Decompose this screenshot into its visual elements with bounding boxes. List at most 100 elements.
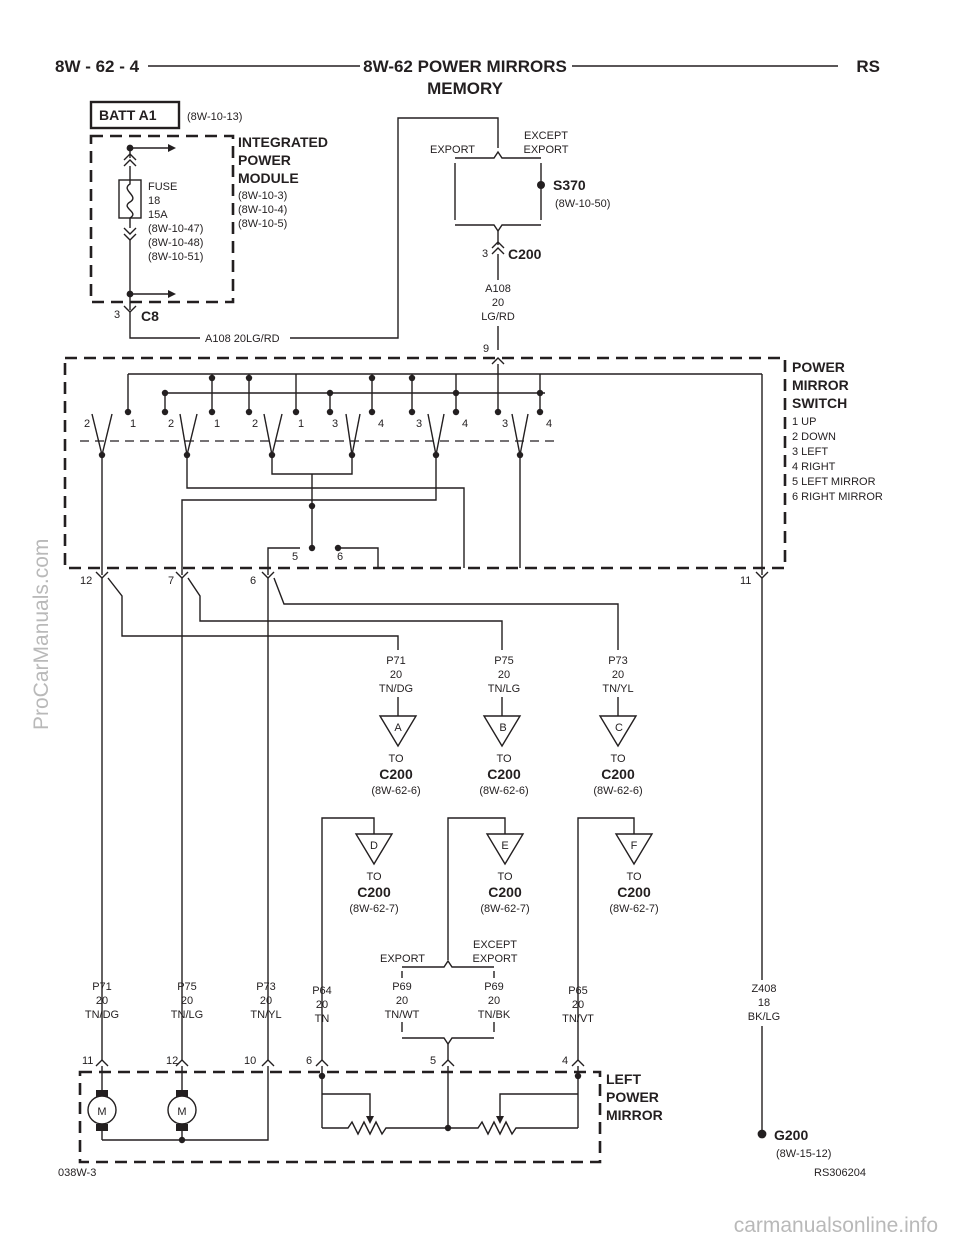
offpage-c-to: TO [610, 753, 626, 765]
c8-label: C8 [141, 308, 159, 324]
mirror-pin-12: 12 [166, 1055, 178, 1067]
offpage-a-conn: C200 [379, 766, 413, 782]
except-bottom-1: EXCEPT [473, 939, 517, 951]
contact-num-8: 4 [378, 418, 384, 430]
g200-dot [757, 1129, 767, 1139]
wire-c-gauge: 20 [612, 669, 624, 681]
switch-name-1: POWER [792, 359, 845, 375]
a108-label-top: A108 20LG/RD [205, 333, 280, 345]
wire-a-color: TN/DG [379, 683, 413, 695]
mw1-code: P71 [92, 981, 112, 993]
offpage-a-ref: (8W-62-6) [371, 785, 420, 797]
except-top-2: EXPORT [523, 144, 568, 156]
offpage-c-triangle [598, 715, 638, 748]
offpage-e-ref: (8W-62-7) [480, 903, 529, 915]
switch-pin-9-symbol [491, 357, 505, 365]
switch-legend-6: 6 RIGHT MIRROR [792, 491, 883, 503]
mw2-color: TN/LG [171, 1009, 203, 1021]
contacts [91, 374, 544, 456]
switch-name-3: SWITCH [792, 395, 847, 411]
offpage-d-to: TO [366, 871, 382, 883]
a108-color: LG/RD [481, 311, 515, 323]
bracket-top [455, 150, 541, 159]
switch-internal-wiring [98, 451, 524, 575]
ipm-name-3: MODULE [238, 170, 299, 186]
bracket-bottom [455, 224, 541, 233]
wire-c-code: P73 [608, 655, 628, 667]
a108-gauge: 20 [492, 297, 504, 309]
offpage-a-triangle [378, 715, 418, 748]
export-bottom-label: EXPORT [380, 953, 425, 965]
switch-outline [63, 356, 787, 570]
motor-2-label: M [177, 1106, 186, 1118]
wire-b-color: TN/LG [488, 683, 520, 695]
contact-num-9: 3 [416, 418, 422, 430]
mw5-code: P69 [392, 981, 412, 993]
mw3-gauge: 20 [260, 995, 272, 1007]
motor-1-label: M [97, 1106, 106, 1118]
mw2-code: P75 [177, 981, 197, 993]
ipm-name-1: INTEGRATED [238, 134, 328, 150]
switch-output-wiring [101, 577, 763, 1060]
fuse-label-5: (8W-10-48) [148, 237, 203, 249]
mirror-name-2: POWER [606, 1089, 659, 1105]
switch-pin-11: 11 [740, 575, 751, 587]
mw2-gauge: 20 [181, 995, 193, 1007]
offpage-d-ref: (8W-62-7) [349, 903, 398, 915]
wire-b-gauge: 20 [498, 669, 510, 681]
ipm-ref-3: (8W-10-5) [238, 218, 287, 230]
mirror-name-1: LEFT [606, 1071, 641, 1087]
switch-legend-4: 4 RIGHT [792, 461, 836, 473]
contact-num-12: 4 [546, 418, 552, 430]
switch-legend-1: 1 UP [792, 416, 816, 428]
mirror-pin-6: 6 [306, 1055, 312, 1067]
mw4-code: P64 [312, 985, 332, 997]
fuse-terminal-top [123, 153, 137, 167]
export-top-label: EXPORT [430, 144, 475, 156]
c200-top-symbol [491, 241, 505, 255]
a108-wire-up [290, 117, 499, 339]
offpage-e-to: TO [497, 871, 513, 883]
contact-num-11: 3 [502, 418, 508, 430]
ipm-arrowhead-bottom [168, 290, 176, 298]
contact-num-6: 1 [298, 418, 304, 430]
fuse-label-6: (8W-10-51) [148, 251, 203, 263]
c200-top-label: C200 [508, 246, 542, 262]
offpage-e-triangle [485, 833, 525, 866]
wire-a-gauge: 20 [390, 669, 402, 681]
watermark-bottom: carmanualsonline.info [734, 1214, 938, 1237]
bracket-export-bottom [402, 959, 494, 968]
footer-left: 038W-3 [58, 1167, 96, 1179]
contact-num-1: 2 [84, 418, 90, 430]
batt-box [89, 100, 181, 130]
c200-top-pin: 3 [482, 248, 488, 260]
wire-f-run [577, 817, 635, 1060]
mw4-gauge: 20 [316, 999, 328, 1011]
a108-wire-left [129, 312, 200, 339]
offpage-b-to: TO [496, 753, 512, 765]
wire-d-run [321, 817, 375, 1060]
offpage-a-to: TO [388, 753, 404, 765]
switch-pin-9: 9 [483, 343, 489, 355]
offpage-e-conn: C200 [488, 884, 522, 900]
ipm-outline [89, 134, 235, 304]
selector-6: 6 [337, 551, 343, 563]
ipm-ref-1: (8W-10-3) [238, 190, 287, 202]
mw3-code: P73 [256, 981, 276, 993]
mw5-color: TN/WT [385, 1009, 420, 1021]
fuse-label-3: 15A [148, 209, 168, 221]
switch-legend-2: 2 DOWN [792, 431, 836, 443]
offpage-c-letter: C [615, 722, 623, 734]
contact-num-5: 2 [252, 418, 258, 430]
offpage-d-triangle [354, 833, 394, 866]
ground-wire-code: Z408 [751, 983, 776, 995]
c8-pin: 3 [114, 309, 120, 321]
offpage-f-triangle [614, 833, 654, 866]
contact-num-3: 2 [168, 418, 174, 430]
g200-label: G200 [774, 1127, 808, 1143]
watermark-side: ProCarManuals.com [30, 539, 53, 730]
contact-num-4: 1 [214, 418, 220, 430]
fuse-body [118, 179, 142, 219]
offpage-b-triangle [482, 715, 522, 748]
